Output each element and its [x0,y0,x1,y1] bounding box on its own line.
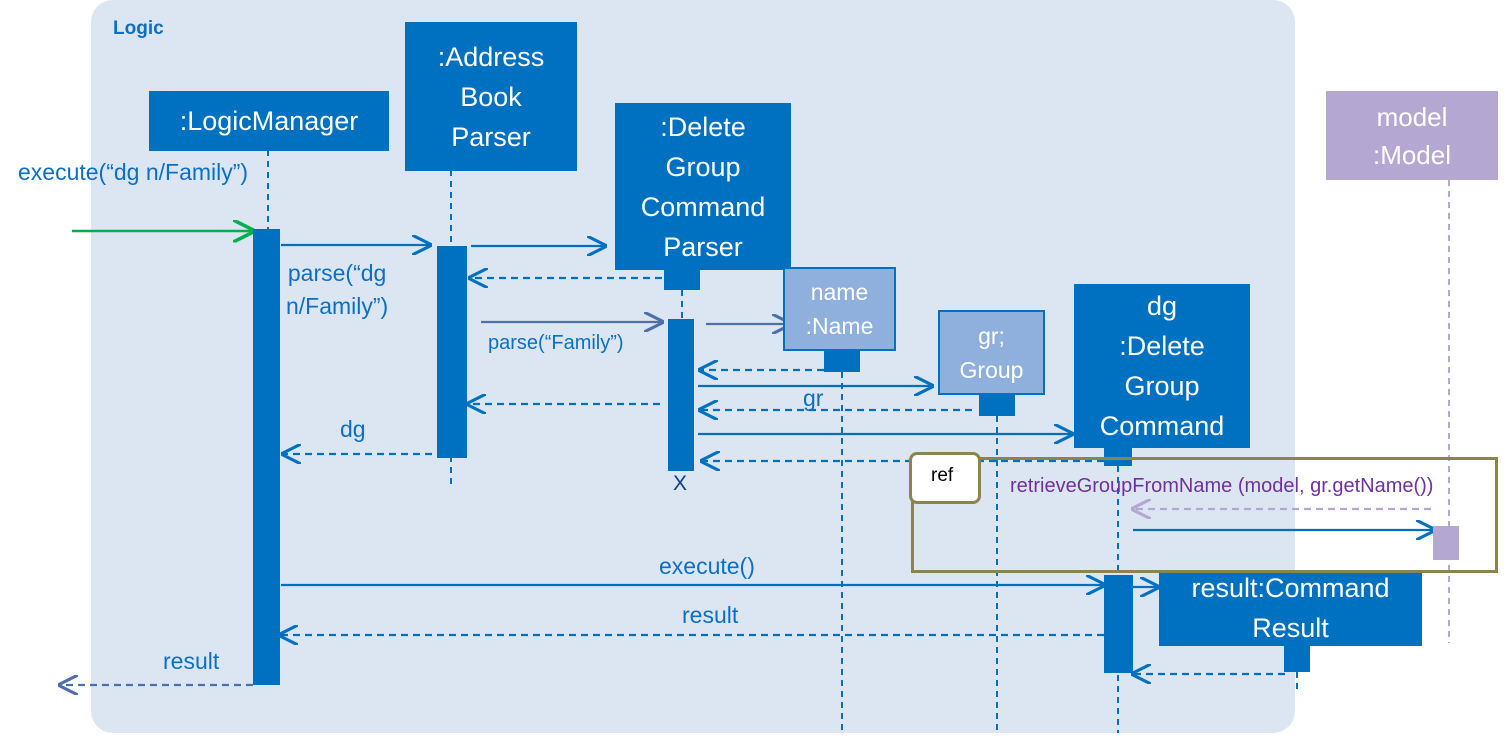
participant-delete-group-command-parser: :Delete Group Command Parser [615,103,791,270]
destroy-mark: X [673,472,688,495]
message-execute: execute() [659,553,755,579]
participant-address-book-parser: :Address Book Parser [405,22,577,171]
activation-address-book-parser [437,246,467,458]
participant-name: name :Name [783,267,896,351]
message-execute-command: execute(“dg n/Family”) [18,159,249,185]
message-result-return: result [682,602,739,628]
ref-fragment-label: ref [931,465,954,486]
participant-model: model :Model [1326,91,1498,180]
message-parse: parse(“dg n/Family”) [286,260,389,319]
activation-delete-group-command [1104,575,1133,673]
activation-delete-group-command-parser [668,319,694,471]
activation-command-creation [1104,446,1132,466]
activation-model [1433,526,1459,560]
activation-name [824,348,860,372]
activation-command-result [1284,644,1310,672]
participant-command-result: result:Command Result [1159,570,1422,646]
message-retrieve-group-from-name: retrieveGroupFromName (model, gr.getName… [1010,475,1434,497]
participant-logic-manager: :LogicManager [149,91,389,151]
message-result-final: result [163,648,220,674]
participant-group: gr; Group [938,310,1045,395]
activation-parser-creation [664,270,700,290]
ref-fragment [911,457,1498,573]
logic-frame-label: Logic [113,18,164,39]
activation-group [979,394,1015,416]
message-gr: gr [803,385,824,411]
message-dg: dg [340,416,366,442]
activation-logic-manager [253,229,280,685]
message-parse-family: parse(“Family”) [488,332,624,354]
participant-delete-group-command: dg :Delete Group Command [1074,284,1250,448]
ref-fragment-tab [909,452,981,504]
